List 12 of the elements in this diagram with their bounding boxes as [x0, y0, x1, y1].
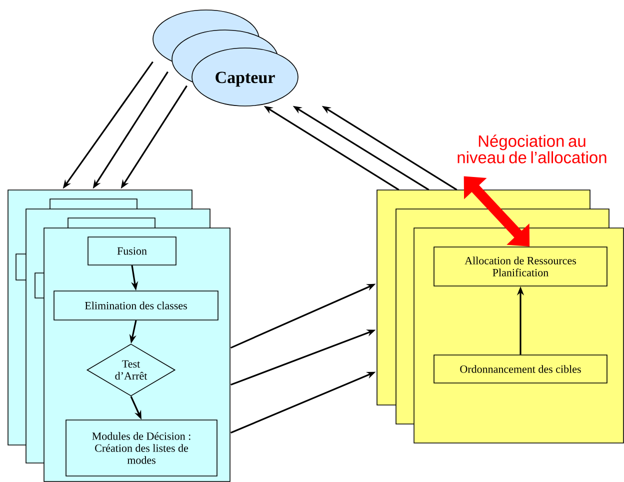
process-box: Elimination des classes	[54, 290, 218, 320]
hidden-box	[34, 272, 44, 298]
hidden-box	[16, 254, 26, 280]
note-text: Négociation au niveau de l’allocation	[458, 134, 606, 164]
process-box: Allocation de Ressources Planification	[434, 246, 608, 286]
sensor-stack-drawing: Capteur	[152, 10, 298, 106]
process-box: Modules de Décision : Création des listes de modes	[66, 420, 218, 476]
process-box: Ordonnancement des cibles	[434, 354, 608, 384]
node-label: Capteur	[216, 72, 275, 87]
process-box: Fusion	[88, 236, 176, 266]
hidden-box	[68, 218, 156, 228]
hidden-box	[50, 198, 138, 210]
